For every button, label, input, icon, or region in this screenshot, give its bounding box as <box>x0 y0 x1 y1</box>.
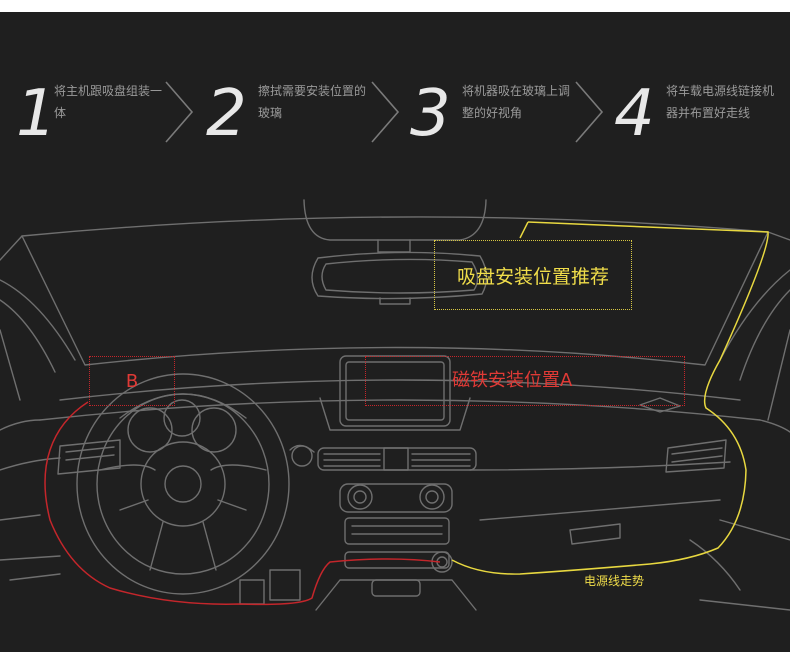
step-text: 将机器吸在玻璃上调整的好视角 <box>462 84 571 120</box>
cable-route-label: 电源线走势 <box>584 574 645 588</box>
magnet-mount-box <box>365 356 685 406</box>
suction-mount-text: 吸盘安装位置推荐 <box>456 265 609 288</box>
step-text: 将车载电源线链接机器并布置好走线 <box>666 84 775 120</box>
step-number: 2 <box>206 77 247 151</box>
step-number: 4 <box>614 77 655 151</box>
chevron-right-icon <box>165 81 194 143</box>
mount-b-label: B <box>89 356 175 406</box>
mount-b-text: B <box>125 370 139 392</box>
car-interior-illustration <box>0 199 790 611</box>
step-text: 将主机跟吸盘组装一体 <box>54 84 163 120</box>
chevron-right-icon <box>371 81 400 143</box>
suction-mount-label: 吸盘安装位置推荐 <box>434 240 632 310</box>
top-band <box>0 0 790 12</box>
chevron-right-icon <box>575 81 604 143</box>
magnet-mount-label: 磁铁安装位置A <box>452 370 573 391</box>
step-number: 3 <box>410 77 451 151</box>
step-text: 擦拭需要安装位置的玻璃 <box>258 84 367 120</box>
step-number: 1 <box>16 77 57 151</box>
